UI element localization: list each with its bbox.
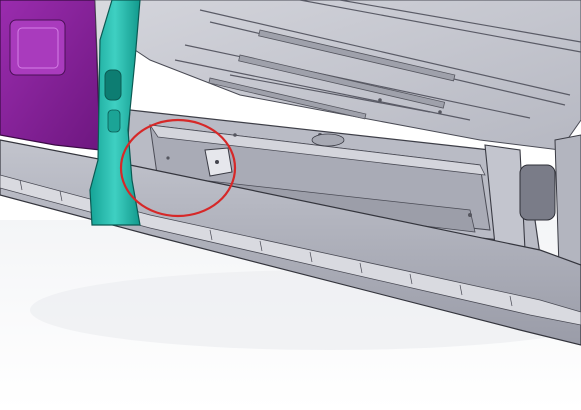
red-annotation-circle bbox=[119, 118, 237, 218]
mounting-holes bbox=[166, 98, 472, 217]
outer-sill-flange bbox=[0, 174, 581, 326]
sill-weld-marks bbox=[19, 179, 513, 307]
door-panel-recess-inner bbox=[17, 27, 59, 69]
b-pillar-opening bbox=[104, 69, 122, 101]
rear-bracket-hole bbox=[519, 164, 556, 221]
rocker-channel-lip bbox=[149, 124, 486, 176]
door-panel-recess bbox=[9, 19, 66, 76]
b-pillar-opening-2 bbox=[107, 109, 121, 133]
floor-oval-hole bbox=[311, 133, 345, 147]
floor-pan-grooves bbox=[208, 29, 456, 120]
gusset-bolt bbox=[215, 160, 219, 164]
